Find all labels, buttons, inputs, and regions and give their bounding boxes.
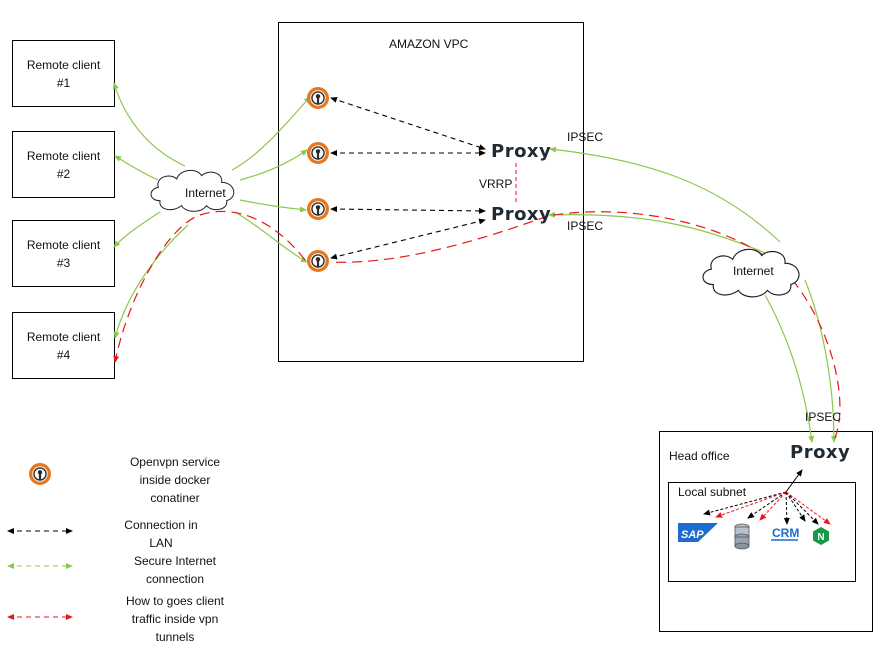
crm-icon: CRM (771, 526, 799, 541)
openvpn-1-icon (307, 87, 329, 109)
proxy-head-office: Proxy (790, 442, 851, 463)
remote-client-3: Remote client #3 (12, 220, 115, 287)
proxy-primary: Proxy (491, 141, 552, 162)
remote-client-2: Remote client #2 (12, 131, 115, 198)
internet-label-left: Internet (185, 186, 226, 200)
legend-openvpn-icon (29, 463, 51, 485)
remote-client-4: Remote client #4 (12, 312, 115, 379)
remote-client-1-label: Remote client #1 (26, 57, 101, 90)
local-subnet-title: Local subnet (678, 485, 747, 499)
openvpn-2-icon (307, 142, 329, 164)
legend-secure-text: Secure Internet connection (133, 554, 217, 586)
sap-icon: SAP (678, 523, 718, 542)
ipsec-label-1: IPSEC (567, 130, 604, 144)
sap-text: SAP (681, 529, 704, 541)
ipsec-label-2: IPSEC (567, 219, 604, 233)
head-office-title: Head office (669, 449, 730, 463)
nginx-text: N (817, 532, 824, 543)
legend-openvpn-text: Openvpn service inside docker conatiner (129, 455, 221, 505)
remote-client-4-label: Remote client #4 (26, 329, 101, 362)
nginx-icon: N (813, 527, 829, 545)
remote-client-2-label: Remote client #2 (26, 148, 101, 181)
database-icon (734, 523, 750, 550)
subnet-links (703, 469, 831, 525)
amazon-vpc-box (278, 22, 584, 362)
ipsec-label-3: IPSEC (805, 410, 842, 424)
internet-label-right: Internet (733, 264, 774, 278)
legend-lan-text: Connection in LAN (124, 518, 198, 550)
vrrp-label: VRRP (479, 177, 513, 191)
lan-links (330, 97, 486, 260)
openvpn-4-icon (307, 250, 329, 272)
vpc-title: AMAZON VPC (389, 37, 469, 51)
openvpn-3-icon (307, 198, 329, 220)
proxy-secondary: Proxy (491, 204, 552, 225)
remote-client-1: Remote client #1 (12, 40, 115, 107)
remote-client-3-label: Remote client #3 (26, 237, 101, 270)
crm-text: CRM (772, 526, 799, 540)
traffic-path (113, 210, 841, 439)
legend-traffic-text: How to goes client traffic inside vpn tu… (125, 594, 225, 644)
